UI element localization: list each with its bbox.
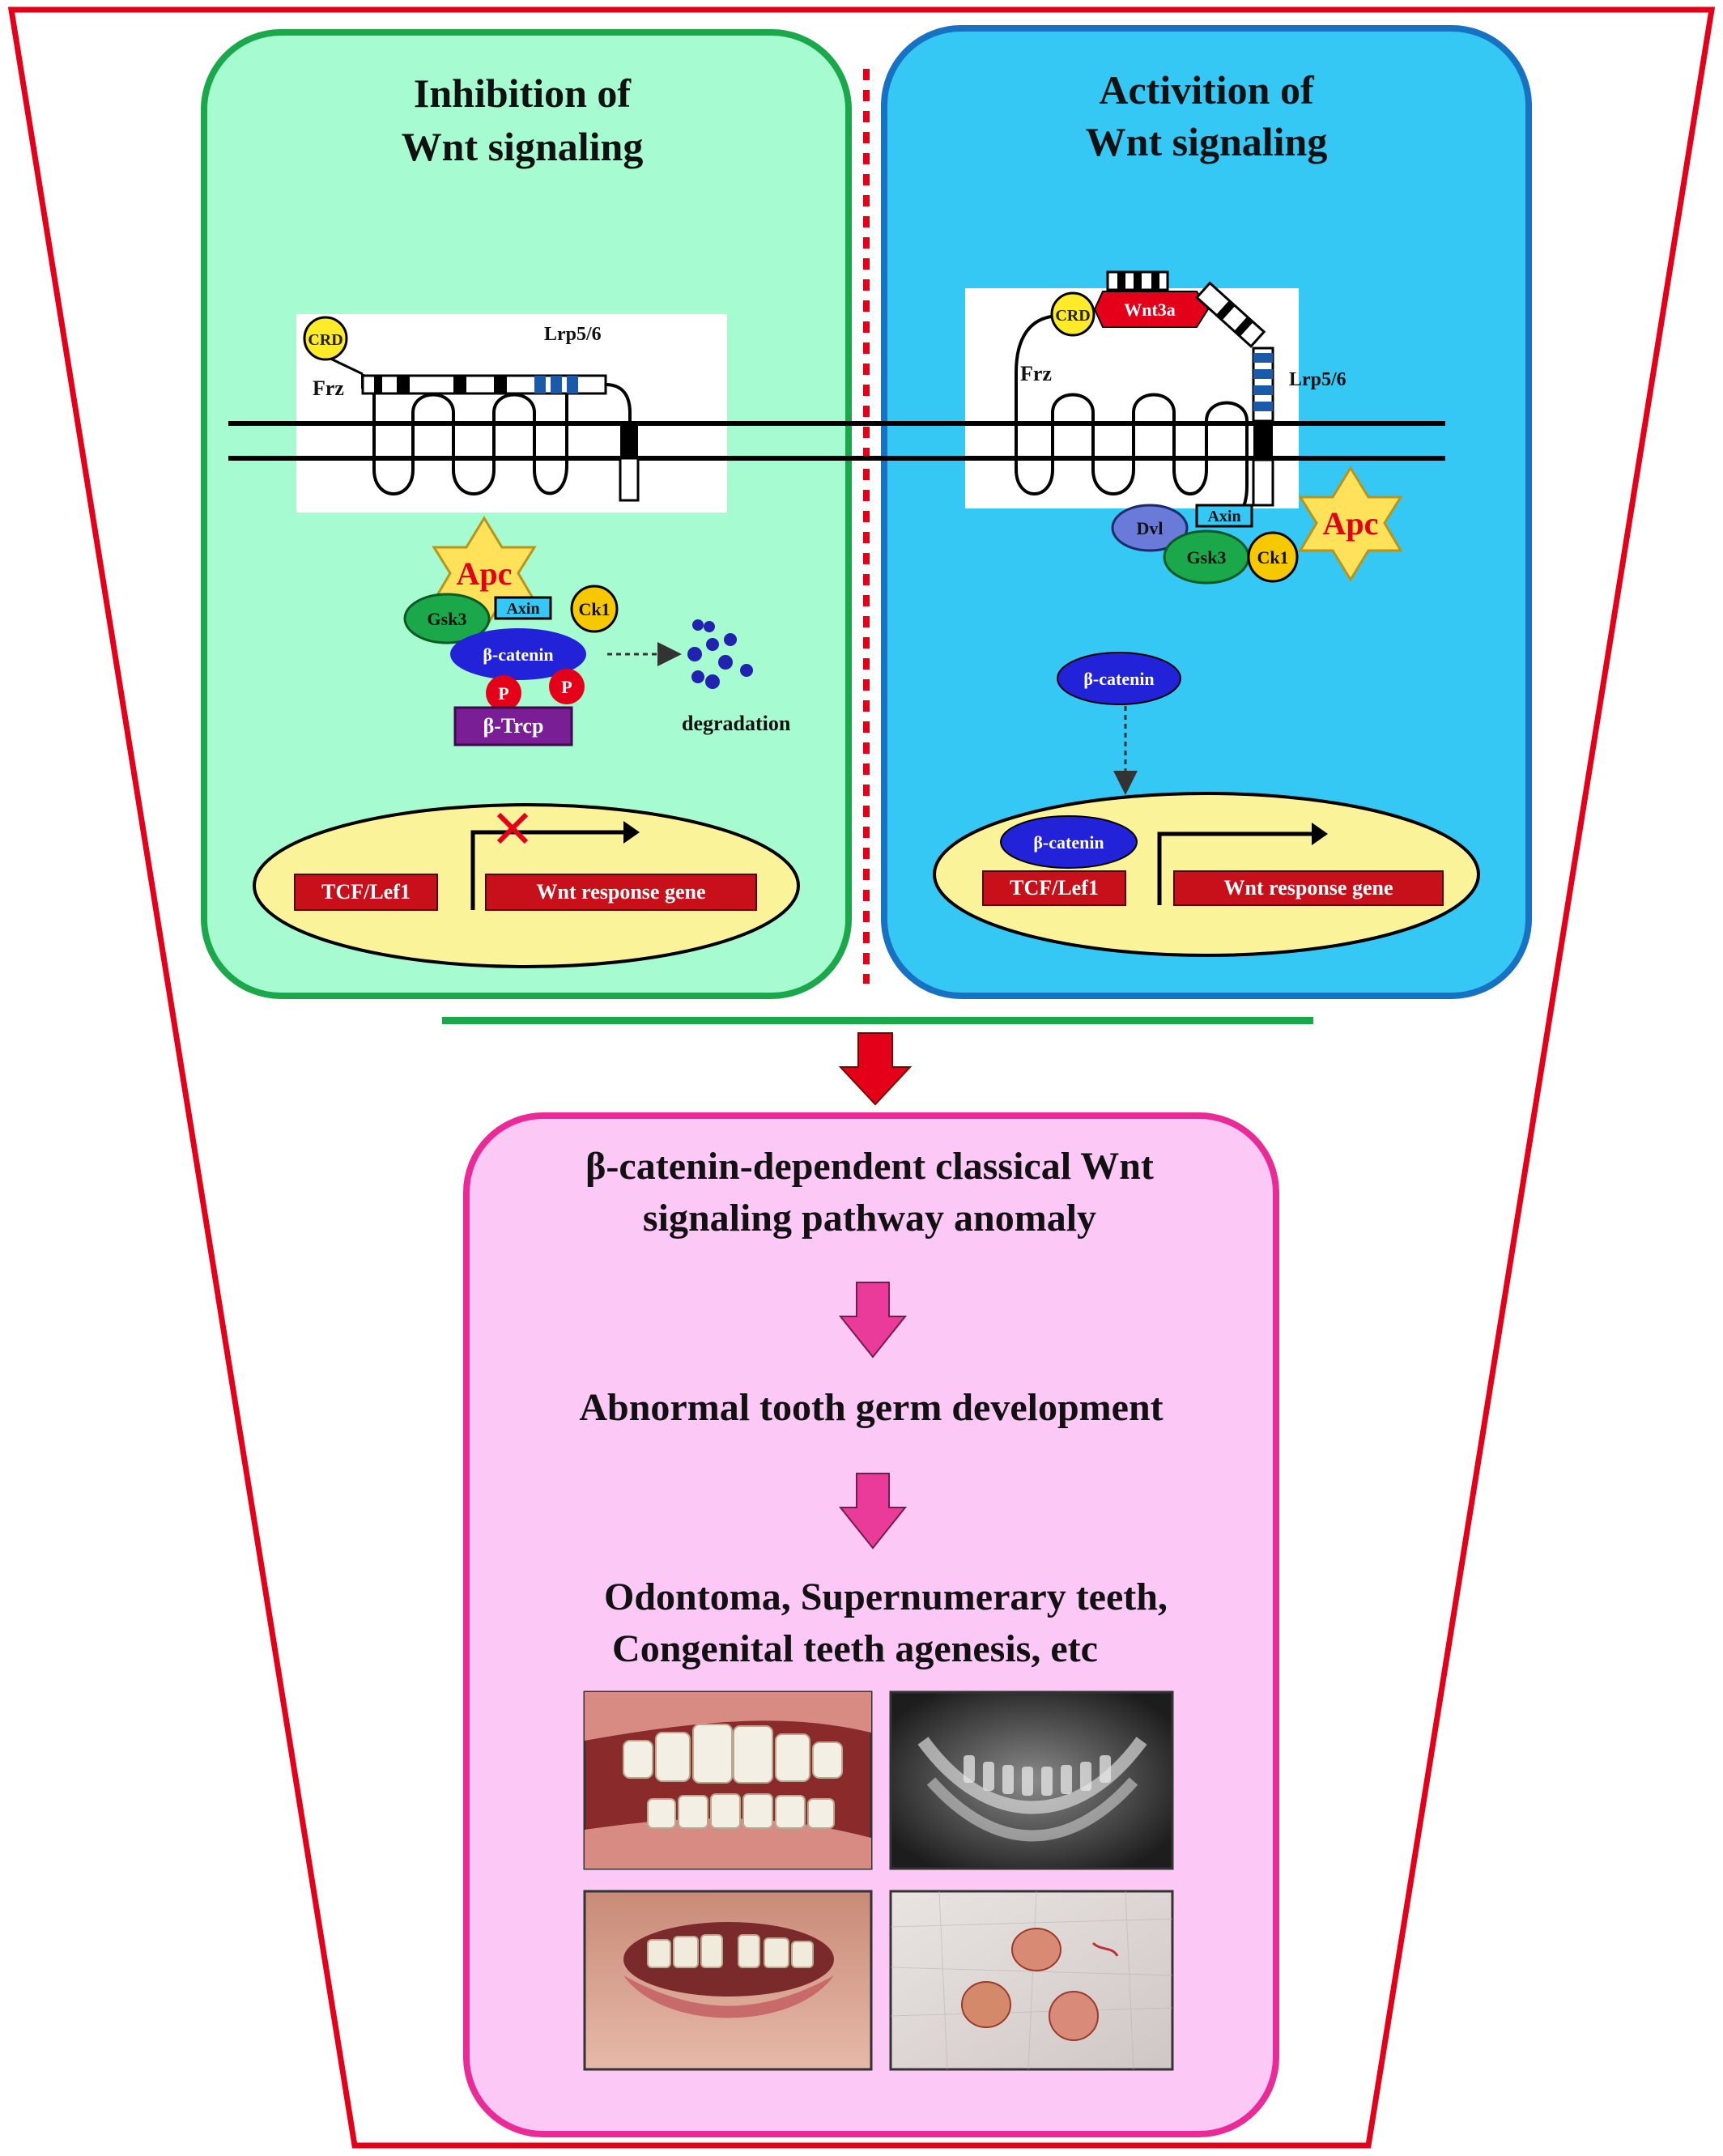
left-title-line2: Wnt signaling (402, 124, 644, 169)
left-lrp-label: Lrp5/6 (544, 324, 602, 345)
left-axin-label: Axin (506, 600, 539, 618)
bottom-line5: Congenital teeth agenesis, etc (612, 1627, 1098, 1670)
left-phospho-2 (549, 669, 585, 704)
left-beta-catenin-label: β-catenin (483, 644, 553, 665)
left-phospho-1 (486, 675, 521, 711)
degradation-label: degradation (682, 712, 791, 735)
right-ck1-label: Ck1 (1257, 547, 1288, 568)
right-crd-label: CRD (1055, 307, 1090, 325)
right-frizzled (1015, 314, 1249, 524)
right-wnt3a-ligand (1093, 270, 1210, 328)
left-gsk3-label: Gsk3 (428, 609, 467, 629)
right-axin (1195, 504, 1253, 528)
green-bar (442, 1017, 1313, 1024)
right-gene-box (1173, 870, 1444, 906)
left-beta-trcp-label: β-Trcp (483, 714, 544, 738)
photo-missing-teeth (583, 1890, 873, 2071)
right-dvl (1111, 504, 1189, 552)
left-tcf-box (294, 874, 438, 911)
right-beta-catenin-nuc (1000, 815, 1138, 869)
left-phospho-2-label: P (561, 677, 572, 697)
right-axin-label: Axin (1207, 508, 1240, 525)
bottom-line2: signaling pathway anomaly (643, 1197, 1096, 1240)
bottom-panel (463, 1112, 1279, 2137)
left-ck1 (570, 585, 619, 633)
left-ck1-label: Ck1 (578, 599, 610, 619)
photo-supernumerary-teeth (583, 1690, 873, 1870)
left-receptor-box (296, 314, 727, 512)
pink-arrow-2 (838, 1473, 908, 1550)
right-title-line2: Wnt signaling (1086, 119, 1328, 164)
bottom-line1: β-catenin-dependent classical Wnt (585, 1145, 1154, 1188)
red-down-arrow (838, 1032, 913, 1106)
right-lrp-label: Lrp5/6 (1289, 369, 1346, 390)
photo-extracted-specimens (889, 1890, 1174, 2071)
right-ck1 (1247, 531, 1299, 583)
left-apc-label: Apc (457, 555, 513, 592)
left-gene-box (485, 874, 757, 911)
right-gene-label: Wnt response gene (1224, 876, 1393, 899)
left-transcription-arrowhead (623, 821, 640, 844)
right-tcf-box (982, 870, 1126, 906)
left-crd-label: CRD (308, 331, 342, 349)
left-title-line1: Inhibition of (414, 70, 632, 116)
left-beta-catenin (450, 628, 586, 680)
right-beta-catenin-nuc-label: β-catenin (1033, 832, 1104, 853)
left-frz-label: Frz (313, 376, 344, 400)
right-lrp-domains (1195, 281, 1274, 507)
left-phospho-1-label: P (498, 683, 508, 704)
blocked-x-icon (496, 812, 529, 844)
left-gsk3 (403, 593, 491, 644)
right-dvl-label: Dvl (1137, 518, 1164, 538)
left-tcf-label: TCF/Lef1 (321, 880, 411, 904)
right-tcf-label: TCF/Lef1 (1010, 876, 1099, 899)
right-beta-catenin-free (1057, 652, 1181, 705)
left-panel (201, 29, 852, 999)
funnel-outline (7, 6, 1716, 2149)
right-wnt3a-label: Wnt3a (1124, 300, 1176, 320)
pink-arrow-1 (838, 1282, 908, 1359)
right-beta-catenin-free-label: β-catenin (1083, 669, 1154, 689)
left-lrp-domains (361, 374, 640, 502)
bottom-line3: Abnormal tooth germ development (579, 1386, 1163, 1429)
left-crd-circle (303, 316, 348, 361)
degradation-fragments (687, 619, 753, 689)
left-beta-trcp (453, 706, 573, 746)
left-axin (494, 596, 552, 620)
right-gsk3-label: Gsk3 (1187, 547, 1227, 568)
right-transcription-arrow (1157, 831, 1312, 905)
right-apc-label: Apc (1323, 505, 1379, 542)
left-gene-label: Wnt response gene (537, 880, 706, 904)
right-frz-label: Frz (1020, 362, 1052, 385)
photo-panoramic-xray (889, 1690, 1174, 1870)
right-title-line1: Activition of (1099, 67, 1315, 113)
right-apc-star (1298, 466, 1403, 582)
left-transcription-arrow (470, 830, 623, 910)
right-transcription-arrowhead (1312, 823, 1328, 845)
bottom-line4: Odontoma, Supernumerary teeth, (604, 1576, 1168, 1618)
right-crd-circle (1050, 291, 1095, 337)
